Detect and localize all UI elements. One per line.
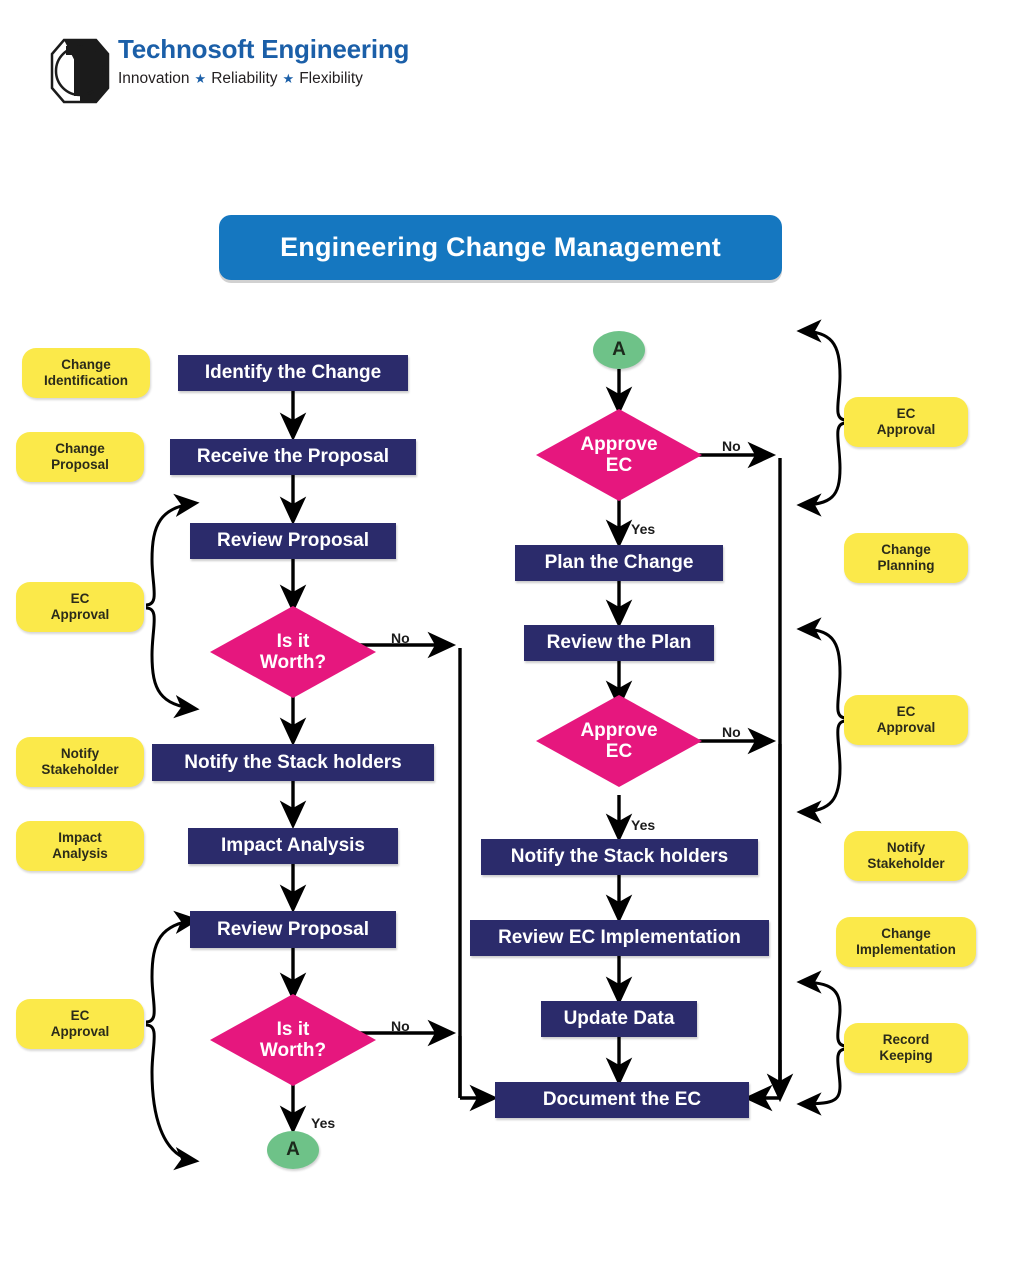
diamond-shape [536,695,702,787]
tag-line-1: Change [881,542,931,558]
phase-tag-change-identification: Change Identification [22,348,150,398]
diamond-shape [536,409,702,501]
tagline-reliability: Reliability [211,70,278,87]
technosoft-logo-icon [50,38,110,104]
tagline-flexibility: Flexibility [299,70,363,87]
star-icon: ★ [194,71,207,86]
diagram-title-banner: Engineering Change Management [219,215,782,280]
phase-tag-ec-approval-1: EC Approval [16,582,144,632]
node-notify-the-stack-holders-2[interactable]: Notify the Stack holders [481,839,758,875]
node-notify-the-stack-holders-1[interactable]: Notify the Stack holders [152,744,434,781]
node-review-the-plan[interactable]: Review the Plan [524,625,714,661]
tag-line-2: Approval [876,422,936,437]
tag-line-1: Change [61,357,111,373]
phase-tag-ec-approval-3: EC Approval [844,397,968,447]
tag-line-2: Approval [50,607,110,622]
phase-tag-notify-stakeholder-left: Notify Stakeholder [16,737,144,787]
tag-line-2: Approval [876,720,936,735]
phase-tag-record-keeping: Record Keeping [844,1023,968,1073]
node-review-proposal-2[interactable]: Review Proposal [190,911,396,948]
tag-line-2: Stakeholder [867,856,945,871]
tag-line-1: Record [882,1032,930,1048]
phase-tag-change-planning: Change Planning [844,533,968,583]
node-plan-the-change[interactable]: Plan the Change [515,545,723,581]
decision-is-it-worth-1[interactable]: Is it Worth? [210,606,376,698]
node-review-proposal-1[interactable]: Review Proposal [190,523,396,559]
decision-approve-ec-2[interactable]: Approve EC [536,695,702,787]
tag-line-2: Keeping [879,1048,933,1063]
edge-label-no-1: No [391,630,410,646]
tag-line-1: Notify [886,840,926,856]
phase-tag-ec-approval-2: EC Approval [16,999,144,1049]
tag-line-2: Proposal [51,457,109,472]
logo-company-name: Technosoft Engineering [118,34,410,64]
edge-label-yes-1: Yes [311,1115,336,1131]
diamond-shape [210,606,376,698]
tag-line-2: Implementation [856,942,956,957]
tag-line-2: Approval [50,1024,110,1039]
decision-approve-ec-1[interactable]: Approve EC [536,409,702,501]
tag-line-1: EC [70,1008,90,1024]
phase-tag-ec-approval-4: EC Approval [844,695,968,745]
tag-line-1: Change [881,926,931,942]
phase-tag-notify-stakeholder-right: Notify Stakeholder [844,831,968,881]
connector-a-in[interactable]: A [593,331,645,369]
page-title: Engineering Change Management [280,232,721,262]
star-icon: ★ [282,71,295,86]
node-receive-the-proposal[interactable]: Receive the Proposal [170,439,416,475]
logo-tagline: Innovation ★ Reliability ★ Flexibility [118,70,363,88]
phase-tag-impact-analysis: Impact Analysis [16,821,144,871]
tag-line-1: Change [55,441,105,457]
node-review-ec-implementation[interactable]: Review EC Implementation [470,920,769,956]
tag-line-2: Planning [877,558,935,573]
company-logo: Technosoft Engineering Innovation ★ Reliab… [50,34,430,114]
tag-line-2: Stakeholder [41,762,119,777]
node-update-data[interactable]: Update Data [541,1001,697,1037]
tag-line-1: Impact [58,830,102,846]
node-identify-the-change[interactable]: Identify the Change [178,355,408,391]
node-impact-analysis[interactable]: Impact Analysis [188,828,398,864]
decision-is-it-worth-2[interactable]: Is it Worth? [210,994,376,1086]
edge-label-yes-2: Yes [631,521,656,537]
phase-tag-change-proposal: Change Proposal [16,432,144,482]
tag-line-1: EC [896,406,916,422]
tag-line-1: EC [70,591,90,607]
tag-line-2: Identification [44,373,128,388]
tag-line-1: Notify [60,746,100,762]
tag-line-1: EC [896,704,916,720]
tagline-innovation: Innovation [118,70,190,87]
tag-line-2: Analysis [52,846,108,861]
edge-label-no-3: No [722,438,741,454]
node-document-the-ec[interactable]: Document the EC [495,1082,749,1118]
phase-tag-change-implementation: Change Implementation [836,917,976,967]
connector-a-out[interactable]: A [267,1131,319,1169]
edge-label-no-2: No [391,1018,410,1034]
edge-label-no-4: No [722,724,741,740]
edge-label-yes-3: Yes [631,817,656,833]
diamond-shape [210,994,376,1086]
